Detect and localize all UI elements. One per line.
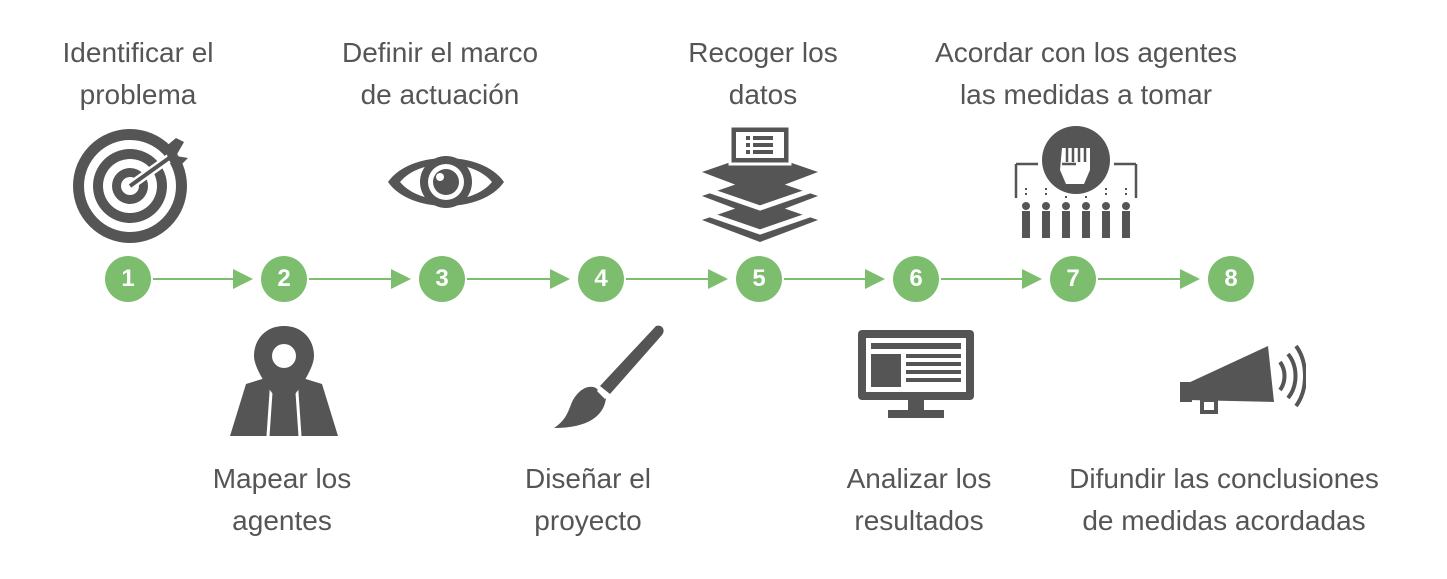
step-6-label-line-1: Analizar los [846,463,992,494]
step-6-node: 6 [893,256,939,302]
step-8-label-line-1: Difundir las conclusiones [1069,463,1379,494]
monitor-icon [858,330,974,418]
megaphone-icon [1180,340,1306,416]
step-4-label: Diseñar el proyecto [398,458,778,542]
step-5-label-line-1: Recoger los [688,37,838,68]
step-2-node: 2 [261,256,307,302]
step-7-label-line-2: las medidas a tomar [959,79,1213,110]
paintbrush-icon [548,324,668,430]
step-4-label-line-1: Diseñar el [524,463,652,494]
step-2-label-line-1: Mapear los [212,463,352,494]
step-5-label-line-2: datos [728,79,798,110]
step-8-label: Difundir las conclusiones de medidas aco… [1034,458,1414,542]
step-6-label-line-2: resultados [854,505,984,536]
step-3-label-line-1: Definir el marco [341,37,539,68]
step-3-node: 3 [419,256,465,302]
step-1-label-line-1: Identificar el [62,37,214,68]
step-8-label-line-2: de medidas acordadas [1082,505,1366,536]
step-1-label: Identificar el problema [0,32,328,116]
step-3-label: Definir el marco de actuación [250,32,630,116]
raised-fist-people-icon [1014,126,1138,238]
step-8-node: 8 [1208,256,1254,302]
step-6-label: Analizar los resultados [729,458,1109,542]
target-icon [72,128,192,244]
step-2-label: Mapear los agentes [92,458,472,542]
step-4-node: 4 [578,256,624,302]
step-7-label-line-1: Acordar con los agentes [935,37,1237,68]
step-5-node: 5 [736,256,782,302]
step-1-node: 1 [105,256,151,302]
step-5-label: Recoger los datos [573,32,953,116]
step-2-label-line-2: agentes [232,505,332,536]
eye-icon [386,144,506,220]
stacked-layers-icon [700,124,820,242]
step-3-label-line-2: de actuación [360,79,520,110]
step-7-node: 7 [1050,256,1096,302]
step-1-label-line-2: problema [79,79,197,110]
map-pin-icon [228,326,340,436]
step-7-label: Acordar con los agentes las medidas a to… [896,32,1276,116]
step-4-label-line-2: proyecto [534,505,642,536]
